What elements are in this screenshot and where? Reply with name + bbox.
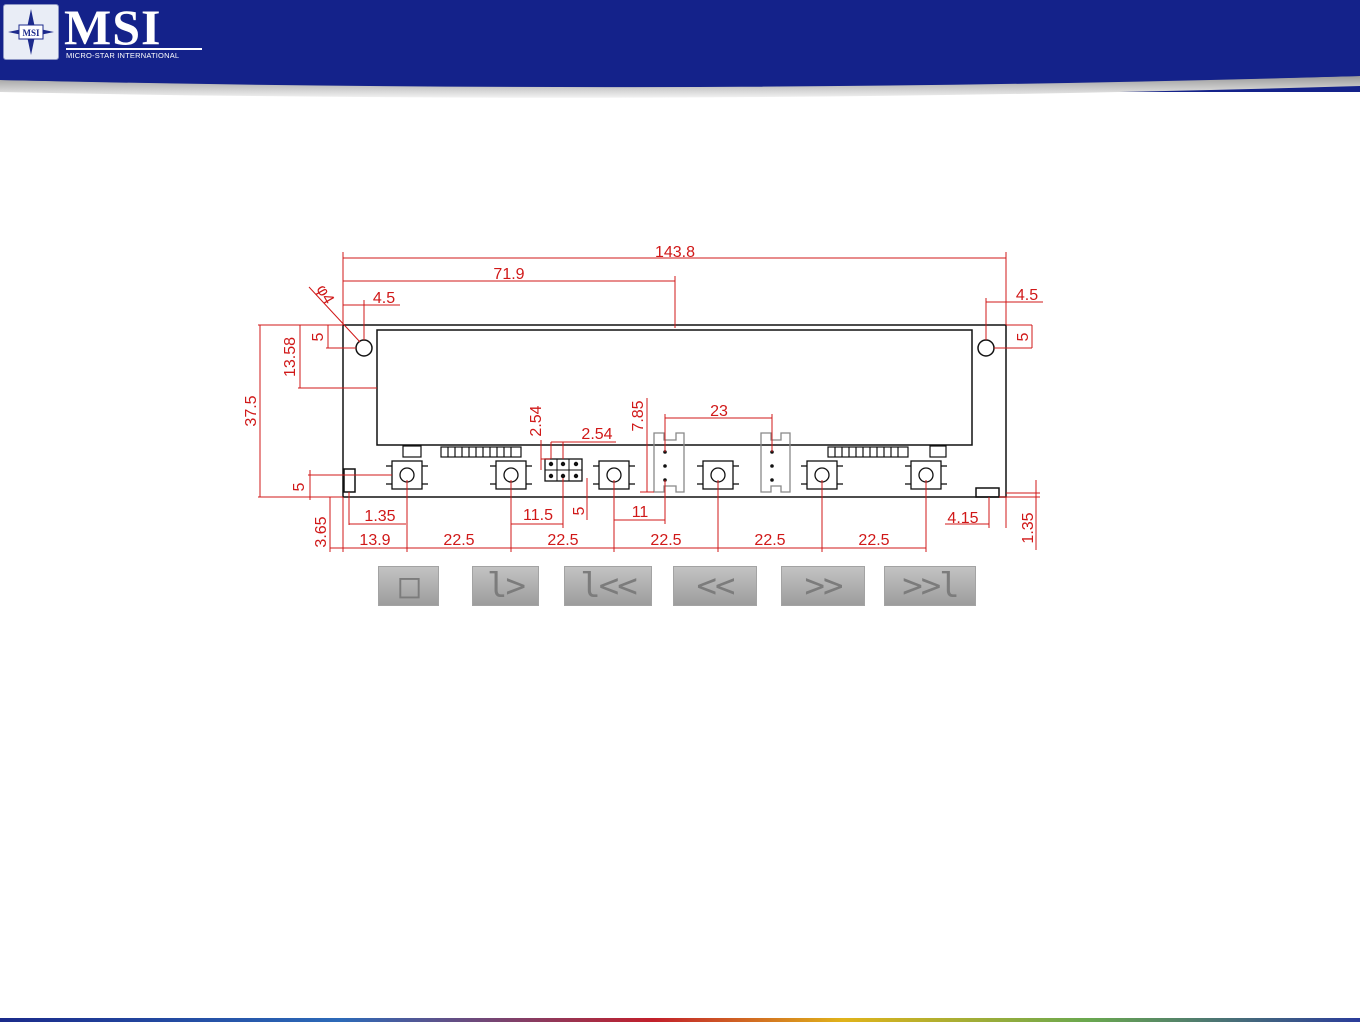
rewind-button[interactable]: << — [673, 566, 757, 606]
dim-header-pitch-h: 2.54 — [581, 426, 612, 443]
dim-connector-height: 7.85 — [630, 400, 647, 431]
dim-header-offset: 11.5 — [523, 507, 553, 524]
dim-button-pitch-1: 22.5 — [443, 532, 474, 549]
skip-forward-button[interactable]: >>l — [884, 566, 976, 606]
dim-connector-offset: 11 — [632, 504, 649, 521]
dim-button-pitch-5: 22.5 — [858, 532, 889, 549]
dim-half-width: 71.9 — [493, 266, 524, 283]
dim-hole-y-right: 5 — [1015, 332, 1032, 341]
pin-header-2x3 — [545, 459, 582, 481]
lcd-pad-right — [930, 446, 946, 457]
dim-header-pitch-v: 2.54 — [528, 405, 545, 436]
dim-overall-height: 37.5 — [243, 395, 260, 426]
front-panel-drawing: 143.8 71.9 4.5 4.5 φ4 5 5 13.58 37.5 2.5… — [0, 0, 1360, 620]
play-button[interactable]: l> — [472, 566, 539, 606]
dim-bottom-left-offset: 3.65 — [313, 516, 330, 547]
connector-left — [654, 433, 684, 492]
dim-hole-y-left: 5 — [310, 332, 327, 341]
dim-button-pitch-3: 22.5 — [650, 532, 681, 549]
dim-connector-spacing: 23 — [710, 403, 728, 420]
dim-right-part-height: 1.35 — [1020, 512, 1037, 543]
pin-comb-right — [828, 447, 908, 457]
dim-button-pitch-2: 22.5 — [547, 532, 578, 549]
left-small-part — [344, 469, 355, 492]
mounting-hole-right — [978, 340, 994, 356]
skip-back-button[interactable]: l<< — [564, 566, 652, 606]
dim-hole-offset-right: 4.5 — [1016, 287, 1038, 304]
dim-lcd-top-offset: 13.58 — [282, 337, 299, 377]
dim-hole-diameter: φ4 — [313, 282, 337, 307]
right-small-part — [976, 488, 999, 497]
lcd-window — [377, 330, 972, 445]
lcd-pad-left — [403, 446, 421, 457]
connector-right — [761, 433, 790, 492]
dim-switch-left-offset: 1.35 — [364, 508, 395, 525]
dim-hole-offset-left: 4.5 — [373, 290, 395, 307]
dim-first-button-x: 13.9 — [359, 532, 390, 549]
stop-button[interactable]: □ — [378, 566, 439, 606]
dim-button-pitch-4: 22.5 — [754, 532, 785, 549]
mounting-hole-left — [356, 340, 372, 356]
dim-right-part-offset: 4.15 — [947, 510, 978, 527]
dim-switch-height: 5 — [291, 482, 308, 491]
board-outline — [343, 325, 1006, 497]
dim-overall-width: 143.8 — [655, 244, 695, 261]
pin-comb-left — [441, 447, 521, 457]
dim-header-height: 5 — [571, 506, 588, 515]
fast-forward-button[interactable]: >> — [781, 566, 865, 606]
footer-color-bar — [0, 1018, 1360, 1022]
